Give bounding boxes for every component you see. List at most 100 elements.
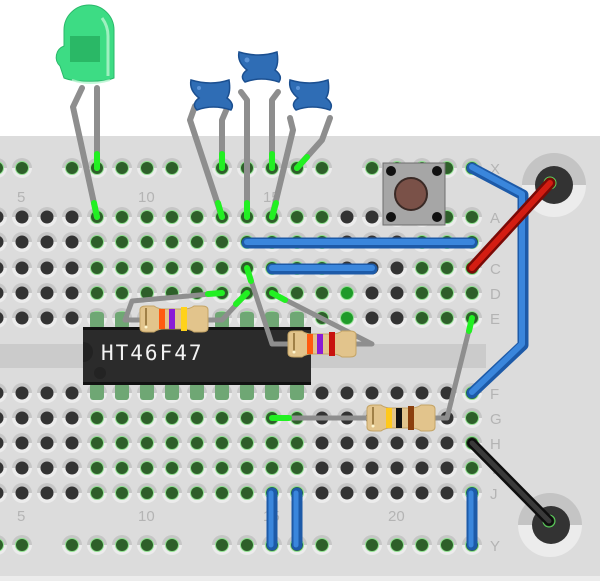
breadboard-hole[interactable] [437, 458, 457, 478]
ceramic-capacitor-1[interactable] [189, 79, 234, 111]
breadboard-hole[interactable] [87, 258, 107, 278]
breadboard-hole[interactable] [12, 258, 32, 278]
breadboard-hole[interactable] [162, 232, 182, 252]
breadboard-hole[interactable] [437, 308, 457, 328]
breadboard-hole[interactable] [187, 232, 207, 252]
breadboard-hole[interactable] [37, 283, 57, 303]
breadboard-hole[interactable] [0, 158, 7, 178]
breadboard-hole[interactable] [87, 458, 107, 478]
breadboard-hole[interactable] [12, 207, 32, 227]
breadboard-hole[interactable] [37, 258, 57, 278]
breadboard-hole[interactable] [312, 207, 332, 227]
breadboard-hole[interactable] [412, 308, 432, 328]
breadboard-hole[interactable] [337, 483, 357, 503]
breadboard-hole[interactable] [112, 458, 132, 478]
breadboard-hole[interactable] [262, 283, 282, 303]
breadboard-hole[interactable] [287, 207, 307, 227]
breadboard-hole[interactable] [62, 383, 82, 403]
breadboard-hole[interactable] [137, 258, 157, 278]
breadboard-hole[interactable] [87, 232, 107, 252]
breadboard-hole[interactable] [437, 433, 457, 453]
breadboard-hole[interactable] [362, 535, 382, 555]
breadboard-hole[interactable] [162, 408, 182, 428]
breadboard-hole[interactable] [12, 535, 32, 555]
breadboard-hole[interactable] [162, 158, 182, 178]
breadboard-hole[interactable] [12, 458, 32, 478]
breadboard-hole[interactable] [412, 433, 432, 453]
push-button[interactable] [382, 162, 446, 226]
breadboard-hole[interactable] [237, 535, 257, 555]
breadboard-hole[interactable] [162, 433, 182, 453]
breadboard-hole[interactable] [62, 483, 82, 503]
breadboard-hole[interactable] [37, 308, 57, 328]
wire-black-h-to-terminal[interactable] [467, 438, 554, 526]
breadboard-hole[interactable] [0, 207, 7, 227]
breadboard-hole[interactable] [162, 535, 182, 555]
breadboard-hole[interactable] [212, 258, 232, 278]
breadboard-hole[interactable] [212, 408, 232, 428]
breadboard-hole[interactable] [262, 433, 282, 453]
breadboard-hole[interactable] [87, 535, 107, 555]
breadboard-hole[interactable] [137, 408, 157, 428]
resistor-3[interactable] [366, 404, 436, 432]
breadboard-hole[interactable] [312, 458, 332, 478]
breadboard-hole[interactable] [387, 483, 407, 503]
breadboard-hole[interactable] [137, 207, 157, 227]
breadboard-hole[interactable] [12, 308, 32, 328]
breadboard-hole[interactable] [287, 458, 307, 478]
breadboard-hole[interactable] [262, 458, 282, 478]
breadboard-hole[interactable] [187, 483, 207, 503]
breadboard-hole[interactable] [137, 458, 157, 478]
breadboard-hole[interactable] [0, 458, 7, 478]
breadboard-hole[interactable] [112, 483, 132, 503]
breadboard-hole[interactable] [12, 232, 32, 252]
breadboard-hole[interactable] [312, 158, 332, 178]
led-green[interactable] [55, 4, 115, 84]
breadboard-hole[interactable] [337, 458, 357, 478]
breadboard-hole[interactable] [312, 283, 332, 303]
breadboard-hole[interactable] [312, 535, 332, 555]
breadboard-hole[interactable] [0, 535, 7, 555]
breadboard-hole[interactable] [37, 433, 57, 453]
breadboard-hole[interactable] [362, 283, 382, 303]
breadboard-hole[interactable] [87, 408, 107, 428]
breadboard-hole[interactable] [387, 258, 407, 278]
ceramic-capacitor-2[interactable] [237, 51, 282, 83]
breadboard-hole[interactable] [37, 483, 57, 503]
wire-blue-j-y-col23[interactable] [466, 487, 478, 551]
breadboard-hole[interactable] [212, 483, 232, 503]
breadboard-hole[interactable] [137, 158, 157, 178]
wire-red-c-to-terminal[interactable] [466, 177, 556, 274]
breadboard-hole[interactable] [137, 483, 157, 503]
breadboard-hole[interactable] [237, 207, 257, 227]
breadboard-hole[interactable] [237, 458, 257, 478]
breadboard-hole[interactable] [387, 458, 407, 478]
breadboard-hole[interactable] [0, 383, 7, 403]
breadboard-hole[interactable] [437, 258, 457, 278]
breadboard-hole[interactable] [412, 535, 432, 555]
breadboard-hole[interactable] [0, 232, 7, 252]
breadboard-hole[interactable] [162, 483, 182, 503]
breadboard-hole[interactable] [212, 232, 232, 252]
breadboard-hole[interactable] [162, 458, 182, 478]
breadboard-hole[interactable] [237, 433, 257, 453]
breadboard-hole[interactable] [412, 283, 432, 303]
breadboard-hole[interactable] [462, 408, 482, 428]
breadboard-hole[interactable] [112, 408, 132, 428]
breadboard-hole[interactable] [187, 207, 207, 227]
ceramic-capacitor-3[interactable] [288, 79, 333, 111]
breadboard-hole[interactable] [462, 458, 482, 478]
breadboard-hole[interactable] [337, 433, 357, 453]
breadboard-hole[interactable] [187, 258, 207, 278]
wire-blue-j-y-col16[interactable] [291, 487, 303, 551]
breadboard-hole[interactable] [62, 308, 82, 328]
breadboard-hole[interactable] [37, 383, 57, 403]
resistor-2[interactable] [287, 330, 357, 358]
wire-blue-x-to-terminal[interactable] [466, 162, 529, 399]
breadboard-hole[interactable] [62, 408, 82, 428]
breadboard-hole[interactable] [12, 283, 32, 303]
breadboard-hole[interactable] [112, 207, 132, 227]
breadboard-hole[interactable] [212, 458, 232, 478]
breadboard-hole[interactable] [87, 283, 107, 303]
breadboard-hole[interactable] [437, 283, 457, 303]
